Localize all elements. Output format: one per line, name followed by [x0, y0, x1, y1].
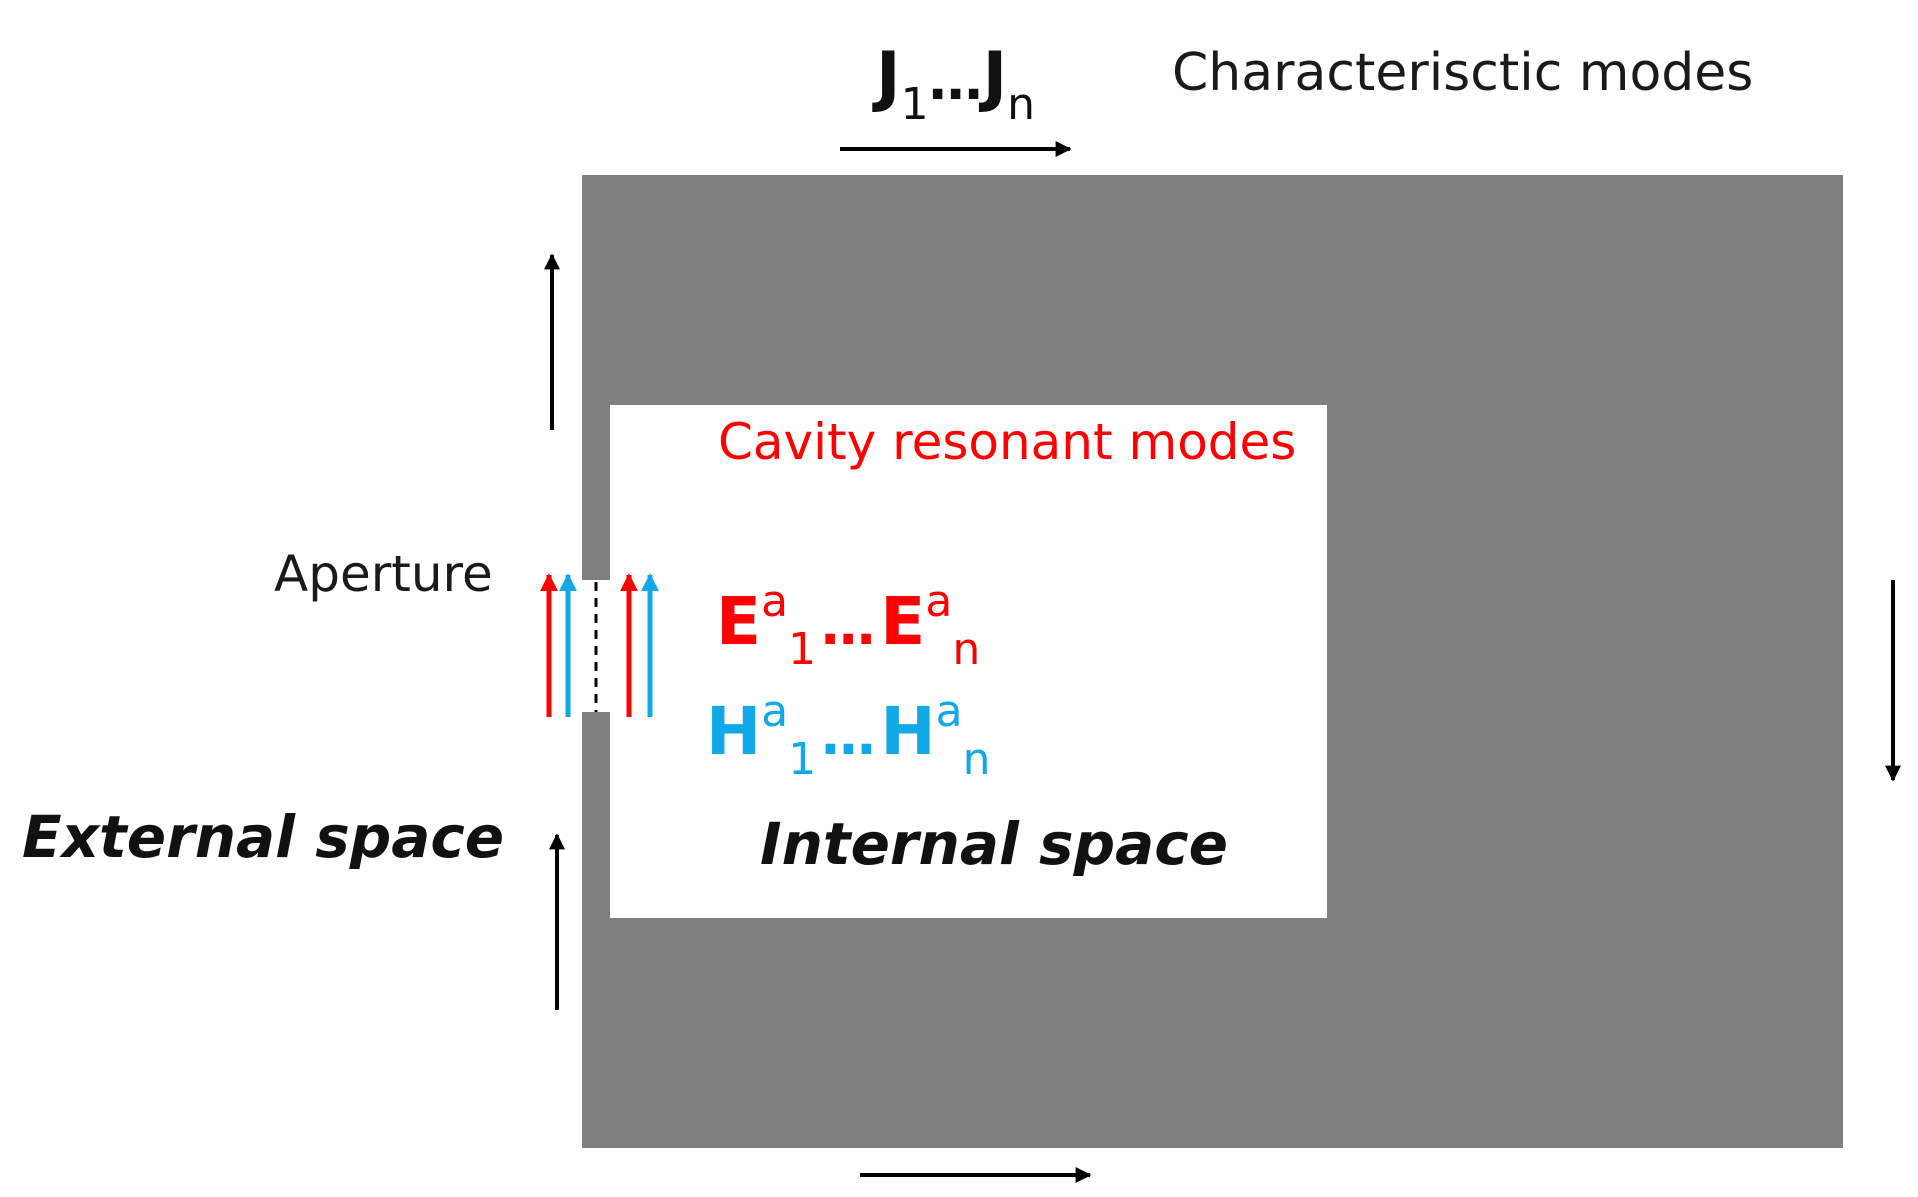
- electric-superscript-last: a: [925, 576, 953, 627]
- current-modes-label: J1…Jn: [876, 44, 1035, 127]
- electric-symbol: E: [716, 583, 762, 660]
- aperture-wall-bottom: [582, 712, 610, 918]
- external-space-label: External space: [22, 803, 505, 871]
- electric-last-index: n: [952, 624, 981, 675]
- current-last-index: n: [1007, 79, 1036, 130]
- electric-modes-label: Ea1 … Ean: [716, 580, 980, 672]
- aperture-label: Aperture: [274, 545, 493, 603]
- magnetic-symbol: H: [706, 693, 762, 770]
- magnetic-modes-label: Ha1 … Han: [706, 690, 991, 782]
- current-symbol: J: [876, 38, 901, 115]
- cavity-modes-label: Cavity resonant modes: [718, 413, 1297, 471]
- magnetic-superscript-last: a: [935, 686, 963, 737]
- aperture-wall-top: [582, 405, 610, 580]
- enclosure-body: [582, 175, 1843, 1148]
- electric-first-index: 1: [788, 624, 817, 675]
- current-ellipsis: …: [928, 49, 983, 112]
- magnetic-first-index: 1: [788, 734, 817, 785]
- current-symbol-last: J: [982, 38, 1008, 115]
- electric-ellipsis: …: [821, 594, 876, 657]
- internal-space-label: Internal space: [760, 810, 1228, 878]
- magnetic-ellipsis: …: [821, 704, 876, 767]
- current-first-index: 1: [900, 79, 929, 130]
- magnetic-superscript: a: [761, 686, 789, 737]
- characteristic-modes-label: Characterisctic modes: [1172, 43, 1754, 103]
- magnetic-last-index: n: [962, 734, 991, 785]
- electric-superscript: a: [761, 576, 789, 627]
- electric-symbol-last: E: [880, 583, 926, 660]
- magnetic-symbol-last: H: [880, 693, 936, 770]
